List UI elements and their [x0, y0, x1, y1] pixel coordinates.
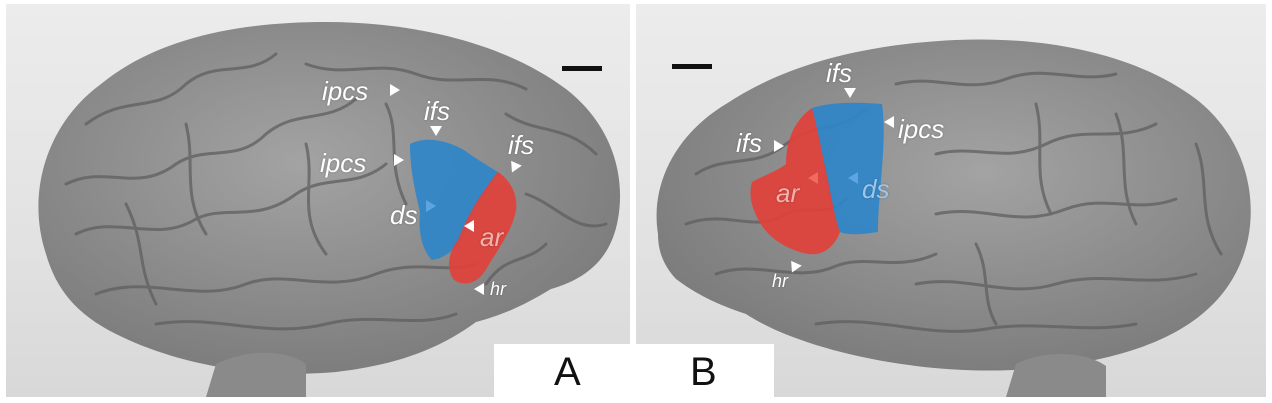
panel-letter-a: A: [554, 350, 581, 394]
arrow-ifs-top: [430, 126, 442, 136]
scale-bar: [672, 64, 712, 69]
panel-b-right-hemisphere: ifs ifs ipcs ar ds hr: [636, 4, 1266, 397]
arrow-hr: [474, 283, 484, 295]
arrow-ifs-top: [844, 88, 856, 98]
arrow-ifs-left: [774, 140, 784, 152]
label-ipcs: ipcs: [898, 114, 945, 144]
label-ipcs-mid: ipcs: [320, 148, 367, 178]
label-ar: ar: [776, 178, 800, 208]
label-ipcs-top: ipcs: [322, 76, 369, 106]
label-ar: ar: [480, 222, 504, 252]
arrow-ds: [426, 200, 436, 212]
label-ifs-top: ifs: [424, 96, 450, 126]
label-ds: ds: [390, 200, 418, 230]
brain-a-image: [38, 22, 621, 397]
arrow-ar: [464, 220, 474, 232]
label-ifs-left: ifs: [736, 128, 762, 158]
label-ifs-top: ifs: [826, 58, 852, 88]
arrow-ar: [808, 172, 818, 184]
label-hr: hr: [772, 271, 789, 291]
arrow-ds: [848, 172, 858, 184]
label-ifs-right: ifs: [508, 130, 534, 160]
panel-letter-b: B: [690, 350, 717, 394]
arrow-ipcs-top: [390, 84, 400, 96]
label-ds: ds: [862, 174, 890, 204]
label-hr: hr: [490, 279, 507, 299]
panel-a-left-hemisphere: ipcs ifs ipcs ifs ds ar hr: [6, 4, 630, 397]
scale-bar: [562, 66, 602, 71]
brain-b-image: [656, 39, 1251, 397]
arrow-ipcs-mid: [394, 154, 404, 166]
arrow-ipcs: [884, 116, 894, 128]
panel-letter-box: [494, 344, 774, 400]
